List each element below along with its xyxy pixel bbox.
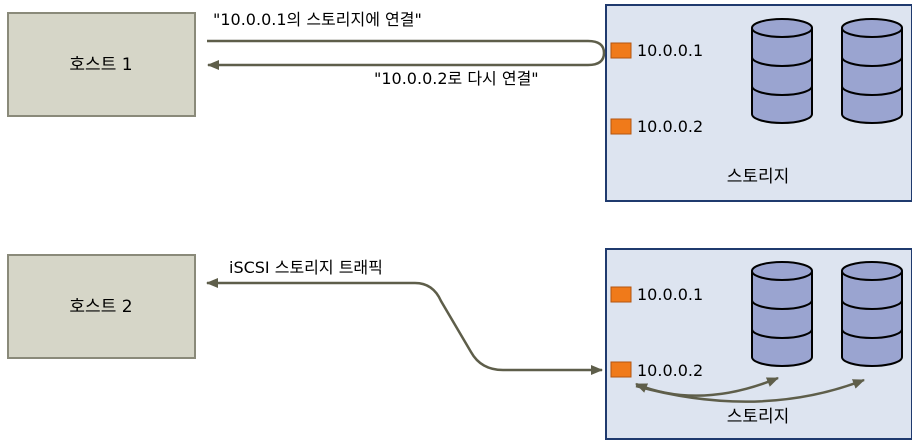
iscsi-traffic-arrow [206,278,603,375]
disk-2-bottom [841,261,903,367]
port-2-ip-top: 10.0.0.2 [637,117,703,136]
port-2-bottom [610,361,632,378]
disk-2-top [841,18,903,124]
port-2-ip-bottom: 10.0.0.2 [637,361,703,380]
storage-label-top: 스토리지 [727,167,790,187]
port-1-ip-bottom: 10.0.0.1 [637,285,703,304]
connect-request-label: "10.0.0.1의 스토리지에 연결" [213,10,422,29]
port-1-top [610,42,632,59]
host-2-label: 호스트 2 [69,297,132,317]
iscsi-traffic-label: iSCSI 스토리지 트래픽 [229,258,383,277]
host-2-box [7,254,196,359]
disk-1-bottom [751,261,813,367]
redirect-label: "10.0.0.2로 다시 연결" [374,69,539,88]
port-2-top [610,118,632,135]
host-1-label: 호스트 1 [69,55,132,75]
disk-1-top [751,18,813,124]
port-1-bottom [610,286,632,303]
storage-label-bottom: 스토리지 [727,407,790,427]
internal-arrow-disk-2 [635,378,865,403]
host-1-box [7,12,196,117]
port-1-ip-top: 10.0.0.1 [637,41,703,60]
redirect-arrow-top [207,39,606,70]
